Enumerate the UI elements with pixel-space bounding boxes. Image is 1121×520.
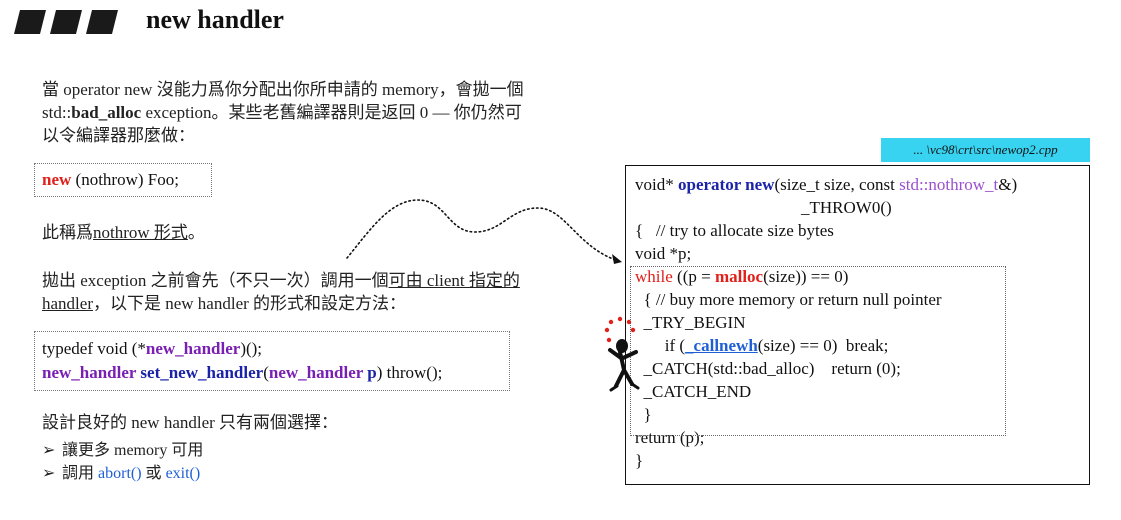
choice-item-1-text: 讓更多 memory 可用 xyxy=(62,442,204,459)
nothrow-note: 此稱爲nothrow 形式。 xyxy=(42,221,205,244)
nothrow-note-prefix: 此稱爲 xyxy=(42,223,93,242)
typedef-name: new_handler xyxy=(145,339,241,358)
abort-call: abort() xyxy=(98,465,142,482)
code-line-13: } xyxy=(635,451,644,470)
code-line-10: _CATCH_END xyxy=(635,382,752,401)
while-keyword: while xyxy=(635,267,673,286)
handler-typedef-line: typedef void (*new_handler)(); xyxy=(42,339,262,359)
handler-paragraph: 拋出 exception 之前會先（不只一次）調用一個可由 client 指定的… xyxy=(42,269,612,315)
set-new-handler-fn: set_new_handler xyxy=(136,363,264,382)
handler-line-2: handler，以下是 new handler 的形式和設定方法： xyxy=(42,292,612,315)
code-l1-c: (size_t size, const xyxy=(774,175,900,194)
param-name: p xyxy=(363,363,377,382)
code-l8-c: (size) == 0) break; xyxy=(757,336,889,355)
handler-term: handler xyxy=(42,294,93,313)
code-l5-d: (size)) == 0) xyxy=(763,267,849,286)
malloc-call: malloc xyxy=(714,267,764,286)
handler-line-1: 拋出 exception 之前會先（不只一次）調用一個可由 client 指定的 xyxy=(42,269,612,292)
intro-paragraph: 當 operator new 沒能力爲你分配出你所申請的 memory，會拋一個… xyxy=(42,78,612,147)
code-line-7: _TRY_BEGIN xyxy=(635,313,746,332)
param-type: new_handler xyxy=(268,363,364,382)
code-line-8: if (_callnewh(size) == 0) break; xyxy=(635,336,889,356)
code-line-6: { // buy more memory or return null poin… xyxy=(635,290,942,309)
choice-item-2-prefix: 調用 xyxy=(62,465,99,482)
set-handler-decl-line: new_handler set_new_handler(new_handler … xyxy=(42,363,442,383)
typedef-prefix: typedef void (* xyxy=(42,339,146,358)
source-code-box: void* operator new(size_t size, const st… xyxy=(625,165,1090,485)
intro-bad-alloc: bad_alloc xyxy=(71,103,142,122)
choice-item-2-or: 或 xyxy=(141,465,166,482)
intro-line-3: 以令編譯器那麼做： xyxy=(42,126,195,145)
handler-line-1-prefix: 拋出 exception 之前會先（不只一次）調用一個 xyxy=(42,271,389,290)
typedef-suffix: )(); xyxy=(240,339,263,358)
intro-line-1: 當 operator new 沒能力爲你分配出你所申請的 memory，會拋一個 xyxy=(42,80,524,99)
intro-line-2-rest: exception。某些老舊編譯器則是返回 0 — 你仍然可 xyxy=(141,103,522,122)
handler-code-box: typedef void (*new_handler)(); new_handl… xyxy=(34,331,510,391)
connector-arrowhead-icon xyxy=(612,254,622,264)
nothrow-example-code: new (nothrow) Foo; xyxy=(42,170,179,190)
nothrow-example-rest: (nothrow) Foo; xyxy=(71,170,179,189)
nothrow-note-suffix: 。 xyxy=(187,223,205,242)
bullet-arrow-icon: ➢ xyxy=(42,442,56,459)
callnewh-call: _callnewh xyxy=(685,336,758,355)
nothrow-form-term: nothrow 形式 xyxy=(93,223,188,242)
nothrow-type: std::nothrow_t xyxy=(899,175,999,194)
intro-namespace: std:: xyxy=(42,103,72,122)
retry-loop-highlight xyxy=(630,266,1006,436)
source-file-tag: ... \vc98\crt\src\newop2.cpp xyxy=(881,138,1090,162)
code-l1-a: void* xyxy=(635,175,678,194)
code-line-2: _THROW0() xyxy=(801,198,892,217)
code-line-5: while ((p = malloc(size)) == 0) xyxy=(635,267,848,287)
code-line-11: } xyxy=(635,405,652,424)
choices-heading: 設計良好的 new handler 只有兩個選擇： xyxy=(42,413,339,432)
client-specified-term: 可由 client 指定的 xyxy=(388,271,520,290)
intro-line-2: std::bad_alloc exception。某些老舊編譯器則是返回 0 —… xyxy=(42,101,612,124)
code-line-9: _CATCH(std::bad_alloc) return (0); xyxy=(635,359,901,378)
code-line-3: { // try to allocate size bytes xyxy=(635,221,834,240)
bullet-arrow-icon: ➢ xyxy=(42,465,56,482)
decl-suffix: ) throw(); xyxy=(376,363,443,382)
exit-call: exit() xyxy=(165,465,201,482)
paren-open: ( xyxy=(263,363,269,382)
code-line-4: void *p; xyxy=(635,244,692,263)
choice-item-2: ➢ 調用 abort() 或 exit() xyxy=(42,459,200,483)
juggler-figure-icon xyxy=(604,316,640,392)
return-type: new_handler xyxy=(42,363,137,382)
code-l1-e: &) xyxy=(998,175,1018,194)
operator-new-keyword: operator new xyxy=(677,175,775,194)
connector-dotted-arrow xyxy=(346,199,623,263)
code-line-12: return (p); xyxy=(635,428,705,447)
handler-line-2-rest: ，以下是 new handler 的形式和設定方法： xyxy=(92,294,407,313)
nothrow-example-box: new (nothrow) Foo; xyxy=(34,163,212,197)
choice-item-1: ➢ 讓更多 memory 可用 xyxy=(42,436,203,460)
code-line-1: void* operator new(size_t size, const st… xyxy=(635,175,1017,195)
code-l5-b: ((p = xyxy=(672,267,715,286)
code-l8-a: if ( xyxy=(635,336,686,355)
title-decoration xyxy=(14,10,118,34)
page-title: new handler xyxy=(146,5,284,34)
new-keyword: new xyxy=(42,170,72,189)
